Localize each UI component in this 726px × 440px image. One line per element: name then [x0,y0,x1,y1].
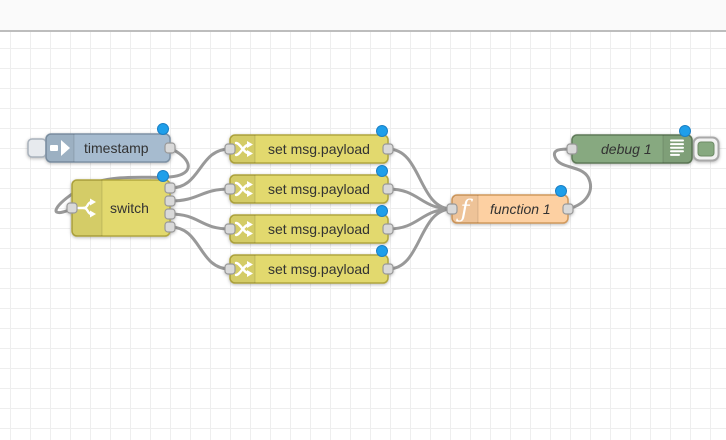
function-icon-region [452,195,478,223]
node-debug-1[interactable]: debug 1 [566,134,720,164]
inject-icon-region [46,134,74,162]
debug-input-port[interactable] [566,143,578,155]
inject-arrow-icon [50,140,70,156]
node-change-1[interactable]: set msg.payload [224,134,394,164]
change2-output-port[interactable] [382,183,394,195]
debug-icon-region [663,135,692,163]
function-input-port[interactable] [446,203,458,215]
change4-input-port[interactable] [224,263,236,275]
change-node-label: set msg.payload [268,261,370,277]
wires-layer [54,146,592,271]
changed-indicator-change4 [376,245,388,257]
shuffle-arrows-icon [234,221,253,237]
switch-icon-region [72,180,102,236]
node-change-4[interactable]: set msg.payload [224,254,394,284]
change2-input-port[interactable] [224,183,236,195]
function-f-icon: ƒ [456,195,474,223]
wire-switch-out2-to-change2[interactable] [168,187,232,203]
change3-output-port[interactable] [382,223,394,235]
change4-output-port[interactable] [382,263,394,275]
switch-node-label: switch [110,200,149,216]
change3-input-port[interactable] [224,223,236,235]
switch-output-port-1[interactable] [164,182,176,194]
workspace-top-edge [0,0,726,32]
wire-switch-out3-to-change3[interactable] [168,212,232,231]
changed-indicator-debug [679,125,691,137]
node-switch[interactable]: switch [66,179,176,237]
function-output-port[interactable] [562,203,574,215]
change1-input-port[interactable] [224,143,236,155]
changed-indicator-change1 [376,125,388,137]
node-inject-timestamp[interactable]: timestamp [27,133,176,163]
changed-indicator-inject [157,123,169,135]
change-node-label: set msg.payload [268,221,370,237]
node-function-1[interactable]: ƒ function 1 [446,194,574,224]
wire-switch-out4-to-change4[interactable] [168,225,232,271]
shuffle-arrows-icon [234,261,253,277]
changed-indicator-function [555,185,567,197]
node-change-2[interactable]: set msg.payload [224,174,394,204]
inject-node-label: timestamp [84,140,149,156]
node-change-3[interactable]: set msg.payload [224,214,394,244]
change-node-label: set msg.payload [268,141,370,157]
inject-output-port[interactable] [164,142,176,154]
switch-output-port-3[interactable] [164,208,176,220]
changed-indicator-switch [157,170,169,182]
change1-output-port[interactable] [382,143,394,155]
fork-arrows-icon [76,198,96,218]
changed-indicators [157,123,691,257]
shuffle-arrows-icon [234,141,253,157]
wire-function-to-debug[interactable] [552,147,592,211]
shuffle-arrows-icon [234,181,253,197]
function-node-label: function 1 [490,201,551,217]
changed-indicator-change3 [376,205,388,217]
debug-node-label: debug 1 [601,141,652,157]
change-node-label: set msg.payload [268,181,370,197]
wire-change4-to-function[interactable] [386,207,454,271]
switch-input-port[interactable] [66,202,78,214]
switch-output-port-2[interactable] [164,195,176,207]
wire-switch-out1-to-change1[interactable] [168,147,232,190]
switch-output-port-4[interactable] [164,221,176,233]
inject-button[interactable] [27,138,47,158]
changed-indicator-change2 [376,165,388,177]
console-lines-icon [670,139,684,156]
debug-toggle-inner [697,141,715,157]
